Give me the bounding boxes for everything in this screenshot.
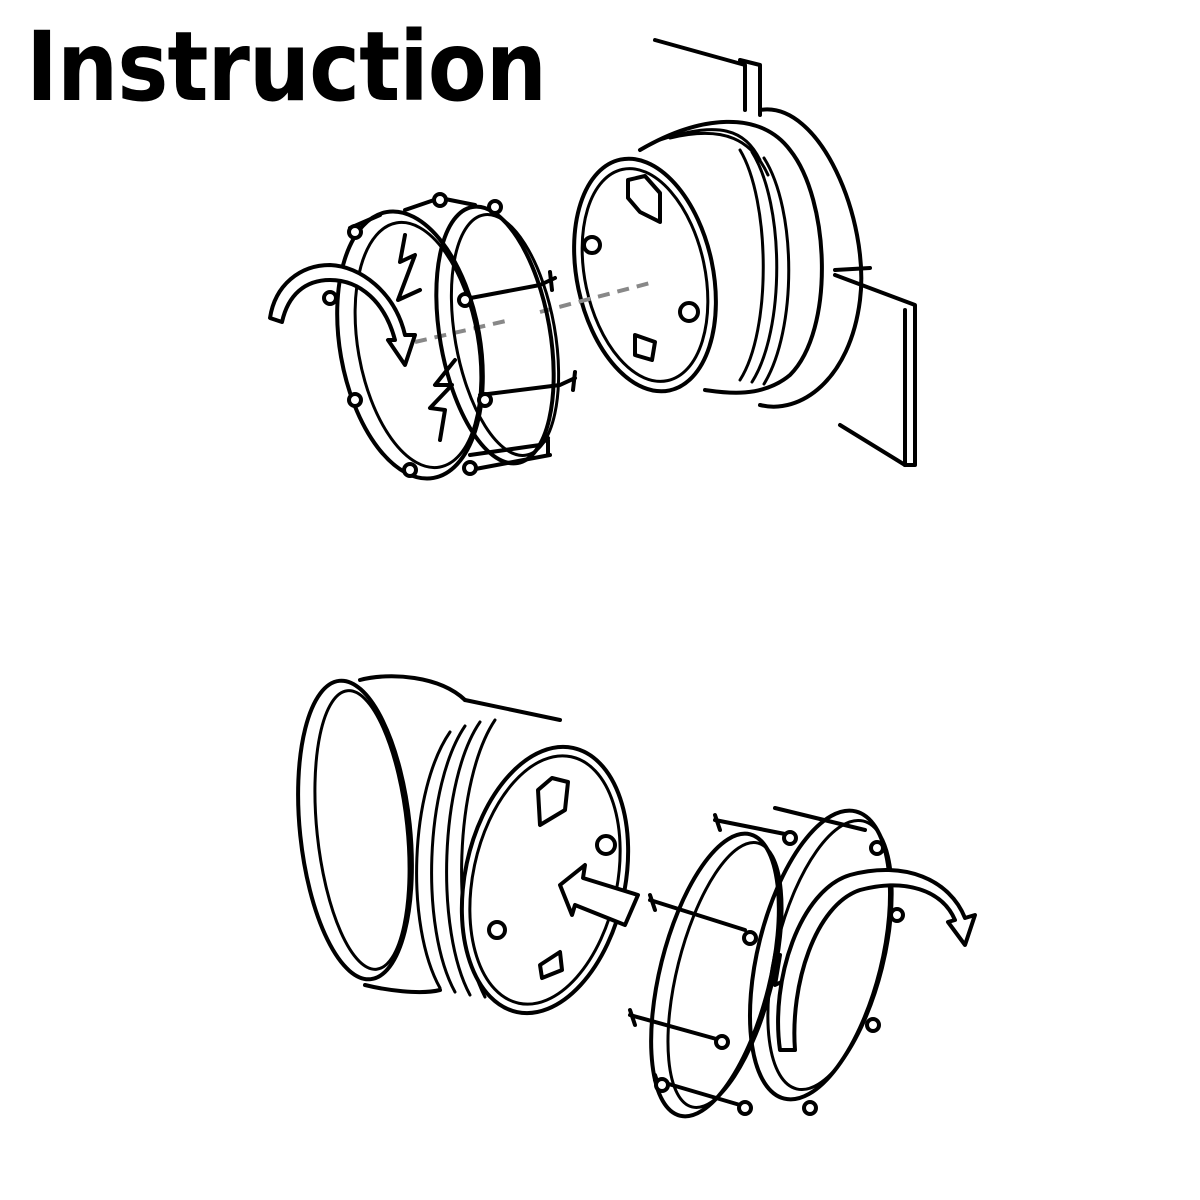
rotate-arrow-bottom (776, 868, 977, 1052)
step-2-illustration (296, 674, 977, 1119)
page-title: Instruction (26, 11, 547, 124)
step-1-illustration (268, 38, 917, 481)
axis-line-top (414, 281, 651, 344)
retaining-bracket-top (322, 192, 577, 481)
push-arrow-bottom (558, 863, 640, 927)
rotate-arrow-top (268, 263, 417, 367)
retaining-bracket-bottom (628, 806, 905, 1119)
mounting-panel (653, 38, 917, 467)
gauge-body-bottom (296, 674, 631, 1016)
gauge-body-top (572, 107, 864, 409)
